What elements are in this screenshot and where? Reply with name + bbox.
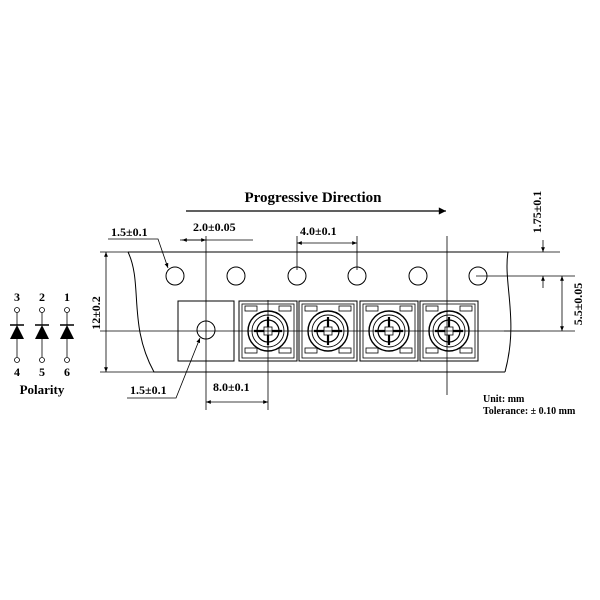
dim-tape-width: 12±0.2 xyxy=(89,296,103,330)
pin-label-1: 1 xyxy=(64,290,70,304)
dim-hole-to-center: 5.5±0.05 xyxy=(571,283,585,326)
dim-hole-diameter-top: 1.5±0.1 xyxy=(111,225,148,239)
diode-symbol xyxy=(60,307,74,363)
carrier-tape xyxy=(127,251,512,373)
dim-edge-to-hole: 1.75±0.1 xyxy=(530,191,544,234)
dim-hole-pitch: 4.0±0.1 xyxy=(300,224,337,238)
dim-pocket-pitch: 8.0±0.1 xyxy=(213,380,250,394)
pin-label-6: 6 xyxy=(64,365,70,379)
tolerance-note: Tolerance: ± 0.10 mm xyxy=(483,406,576,417)
diode-symbol xyxy=(10,307,24,363)
direction-title: Progressive Direction xyxy=(244,190,382,206)
pin-label-2: 2 xyxy=(39,290,45,304)
sprocket-hole xyxy=(165,266,185,286)
dim-pocket-hole-diameter: 1.5±0.1 xyxy=(130,383,167,397)
pin-label-5: 5 xyxy=(39,365,45,379)
polarity-diagram: 3 2 1 4 5 6 Polari xyxy=(10,290,74,397)
pin-label-3: 3 xyxy=(14,290,20,304)
dim-hole-to-pocket: 2.0±0.05 xyxy=(193,220,236,234)
diode-symbol xyxy=(35,307,49,363)
pin-label-4: 4 xyxy=(14,365,20,379)
polarity-label: Polarity xyxy=(20,382,65,397)
sprocket-hole xyxy=(226,266,246,286)
sprocket-hole xyxy=(408,266,428,286)
unit-note: Unit: mm xyxy=(483,394,525,405)
sprocket-holes xyxy=(165,266,488,286)
